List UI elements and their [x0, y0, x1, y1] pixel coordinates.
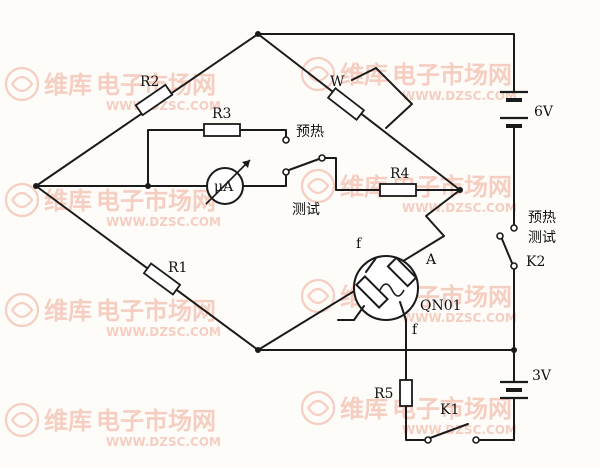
watermark-brand: 维库: [44, 297, 92, 325]
gas-sensor-qn01: [337, 255, 419, 321]
resistor-r1: [142, 262, 182, 296]
watermark-logo: [300, 168, 336, 204]
meter-arrow: [205, 159, 251, 205]
watermark-brand: 维库: [340, 395, 388, 423]
watermark: 维库 电子市场网 WWW.DZSC.COM 维库 电子市场网 WWW.DZSC.…: [4, 56, 517, 449]
resistor-r2: [134, 83, 174, 117]
sensor-ground-lead: [337, 305, 365, 321]
label-k2: K2: [526, 254, 545, 270]
label-test: 测试: [292, 202, 320, 218]
watermark-text: 电子市场网: [96, 297, 216, 325]
label-k2-test: 测试: [528, 230, 556, 246]
watermark-logo: [4, 182, 40, 218]
label-k2-preheat: 预热: [528, 210, 556, 226]
watermark-url: WWW.DZSC.COM: [402, 423, 517, 437]
sensor-heater-coil: [379, 283, 405, 297]
wire-r3-left: [147, 129, 205, 187]
watermark-brand: 维库: [44, 71, 92, 99]
wire-r3-right: [239, 129, 287, 138]
label-f-bottom: f: [412, 322, 419, 338]
test-switch: [282, 136, 326, 176]
label-f-top: f: [356, 236, 363, 252]
watermark-logo: [4, 66, 40, 102]
watermark-logo: [4, 292, 40, 328]
junction-dot: [511, 347, 517, 353]
k1-blade: [429, 423, 469, 439]
watermark-logo: [300, 278, 336, 314]
watermark-logo: [4, 402, 40, 438]
meter-label: μA: [214, 179, 234, 195]
watermark-text: 电子市场网: [96, 187, 216, 215]
watermark-brand: 维库: [44, 407, 92, 435]
sensor-f-top-lead: [365, 257, 377, 273]
wire-meter-to-switch: [242, 175, 287, 187]
meter-arrowhead: [242, 160, 250, 168]
label-3v: 3V: [532, 368, 552, 384]
wire-rheostat-loop: [351, 67, 413, 129]
battery-3v: [500, 380, 528, 400]
wire-r5-to-k1: [405, 405, 427, 441]
wire-top-rail: [257, 33, 515, 93]
resistor-r3: [203, 123, 241, 137]
label-6v: 6V: [534, 104, 554, 120]
junction-dot: [255, 31, 261, 37]
microammeter: [205, 159, 251, 205]
watermark-url: WWW.DZSC.COM: [402, 201, 517, 215]
k2-blade: [501, 238, 513, 264]
switch-blade: [288, 158, 320, 171]
junction-dot: [255, 347, 261, 353]
label-k1: K1: [440, 402, 459, 418]
label-preheat: 预热: [296, 124, 324, 140]
wire-switch-to-r4: [321, 157, 381, 191]
watermark-text: 电子市场网: [392, 61, 512, 89]
watermark-url: WWW.DZSC.COM: [106, 99, 221, 113]
label-r5: R5: [374, 386, 393, 402]
resistor-r4: [379, 183, 417, 197]
junction-dot: [457, 187, 463, 193]
resistor-r5: [399, 379, 413, 407]
watermark-url: WWW.DZSC.COM: [106, 325, 221, 339]
label-r4: R4: [390, 166, 410, 182]
label-qn01: QN01: [420, 298, 462, 314]
watermark-logo: [300, 56, 336, 92]
label-r3: R3: [212, 106, 231, 122]
label-w: W: [330, 74, 345, 90]
watermark-logo: [300, 390, 336, 426]
battery-6v: [500, 90, 528, 128]
junction-dot: [145, 183, 151, 189]
wire-to-sensor-a: [425, 189, 461, 237]
watermark-text: 电子市场网: [96, 407, 216, 435]
label-a: A: [425, 252, 437, 268]
label-r1: R1: [168, 260, 187, 276]
junction-dot: [33, 183, 39, 189]
watermark-url: WWW.DZSC.COM: [106, 215, 221, 229]
switch-k1: [424, 423, 480, 444]
rheostat-w: [326, 86, 366, 122]
wire-bottom-right: [257, 235, 445, 351]
sensor-f-lead: [399, 301, 407, 321]
watermark-url: WWW.DZSC.COM: [402, 311, 517, 325]
watermark-url: WWW.DZSC.COM: [106, 435, 221, 449]
switch-k2: [496, 224, 518, 270]
watermark-url: WWW.DZSC.COM: [402, 89, 517, 103]
label-r2: R2: [140, 74, 159, 90]
